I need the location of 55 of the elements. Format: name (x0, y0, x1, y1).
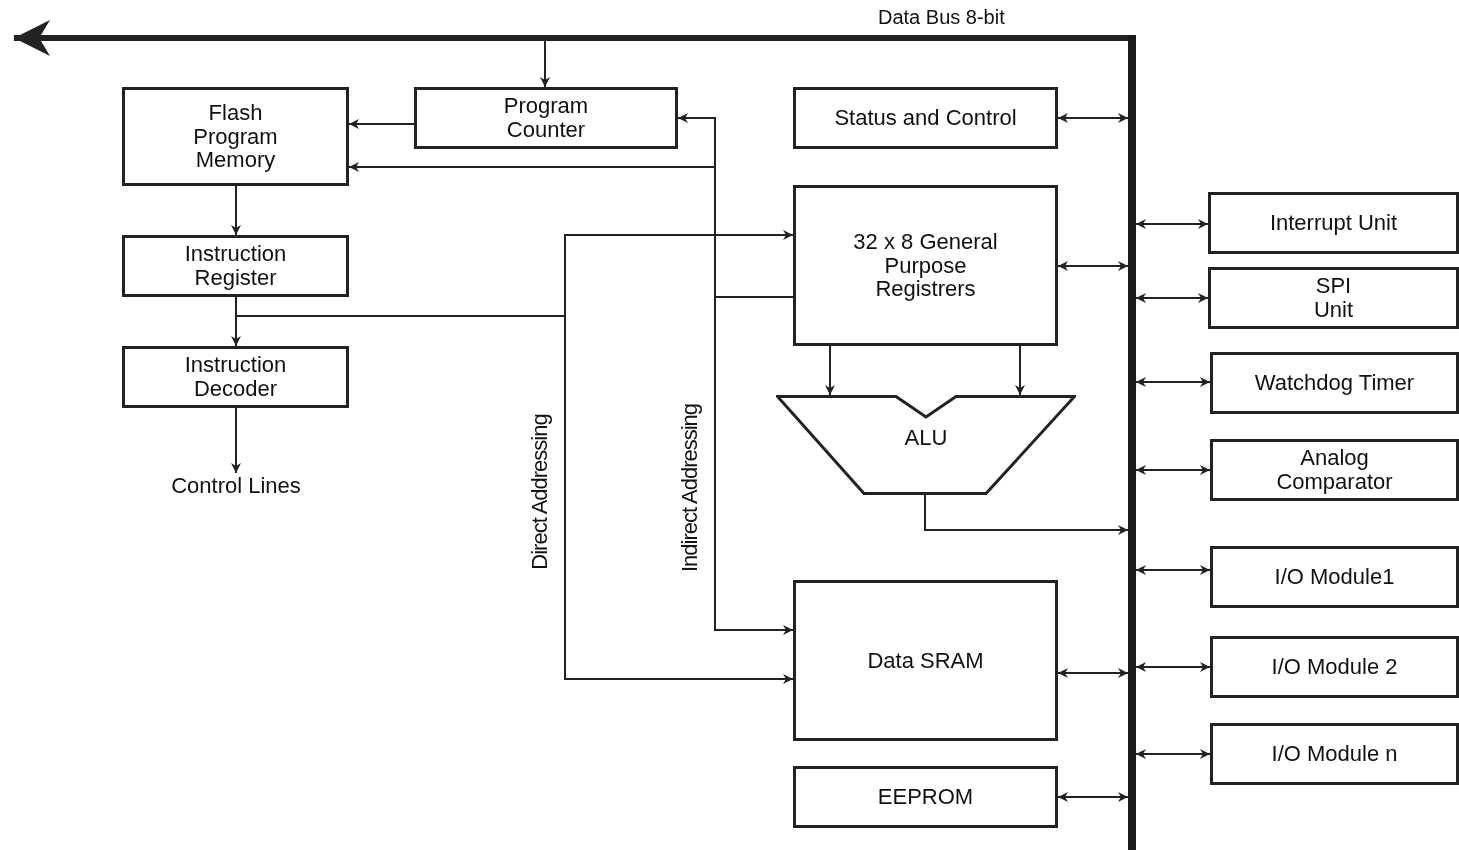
bus-label: Data Bus 8-bit (878, 6, 1005, 29)
block-label: Program Counter (502, 94, 590, 142)
arrow (231, 407, 241, 474)
block-label: Analog Comparator (1275, 446, 1394, 494)
block-label: Status and Control (834, 106, 1017, 130)
block-box (1210, 352, 1459, 414)
block-box (414, 87, 678, 149)
block-label: SPI Unit (1312, 274, 1355, 322)
double-arrow (1135, 377, 1211, 387)
double-arrow (1135, 293, 1209, 303)
arrow (348, 119, 415, 129)
block-box (793, 766, 1058, 828)
block-label: Interrupt Unit (1269, 211, 1398, 235)
double-arrow (1135, 565, 1211, 575)
alu-block (776, 395, 1076, 495)
bus-arrow (14, 20, 1128, 56)
arrow (231, 185, 241, 236)
double-arrow (1057, 261, 1129, 271)
block-label: I/O Module1 (1274, 565, 1395, 589)
block-box (122, 235, 349, 297)
double-arrow (1135, 465, 1211, 475)
block-label: Watchdog Timer (1254, 371, 1415, 395)
block-label: I/O Module n (1271, 742, 1398, 766)
block-box (122, 87, 349, 186)
alu-label: ALU (904, 425, 948, 451)
block-label: Data SRAM (867, 648, 984, 673)
double-arrow (1135, 749, 1211, 759)
block-label: 32 x 8 General Purpose Registrers (852, 229, 999, 302)
arrow (1015, 345, 1025, 396)
block-box (793, 185, 1058, 346)
block-label: Flash Program Memory (192, 100, 279, 173)
block-box (1210, 636, 1459, 698)
block-box (1210, 546, 1459, 608)
block-box (1210, 723, 1459, 785)
block-box (1208, 192, 1459, 254)
block-box (1210, 439, 1459, 501)
arrow (714, 296, 794, 635)
signal-label: Control Lines (136, 473, 336, 501)
double-arrow (1135, 219, 1209, 229)
block-label: I/O Module 2 (1271, 655, 1398, 679)
arrow (924, 494, 1129, 535)
block-box (1208, 267, 1459, 329)
block-label: Instruction Decoder (183, 353, 288, 401)
arrow (825, 345, 835, 396)
double-arrow (1057, 113, 1129, 123)
block-box (793, 580, 1058, 741)
double-arrow (1135, 662, 1211, 672)
block-label: Instruction Register (183, 242, 288, 290)
block-label: EEPROM (877, 785, 974, 809)
arrow (540, 40, 550, 88)
block-box (793, 87, 1058, 149)
data-bus (1128, 35, 1136, 850)
double-arrow (1057, 668, 1129, 678)
double-arrow (1057, 792, 1129, 802)
block-box (122, 346, 349, 408)
